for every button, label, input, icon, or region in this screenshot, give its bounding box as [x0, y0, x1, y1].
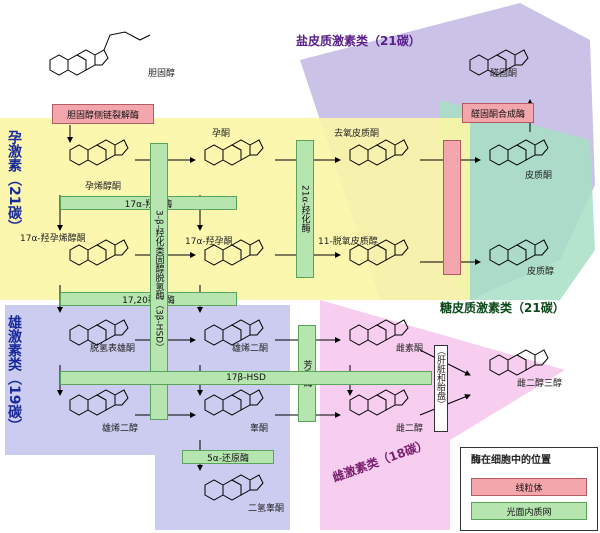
label-androstenediol: 雄烯二醇 [102, 424, 139, 434]
label-deoxycortisol: 11-脱氧皮质醇 [318, 237, 378, 247]
label-corticosterone: 皮质酮 [525, 171, 553, 181]
label-hydroxypregnenolone: 17α-羟孕烯醇酮 [20, 234, 86, 244]
enzyme-aldosterone-synthase: 醛固酮合成酶 [462, 103, 534, 123]
label-hydroxyprogesterone: 17α-羟孕酮 [185, 237, 233, 247]
androgen-region [5, 305, 290, 530]
label-pregnenolone: 孕烯醇酮 [85, 182, 122, 192]
label-dht: 二氢睾酮 [248, 504, 285, 514]
legend-smooth-er: 光面内质网 [471, 502, 587, 520]
enzyme-21-hydroxylase-label: 21α-羟化酶 [299, 185, 310, 233]
legend-title: 酶在细胞中的位置 [471, 455, 551, 466]
mineralocorticoid-title: 盐皮质激素类（21碳） [296, 34, 421, 48]
enzyme-3b-hsd: 3-β-羟化类固醇脱氢酶（3β-HSD） [150, 143, 168, 420]
legend: 酶在细胞中的位置 线粒体 光面内质网 [460, 447, 598, 531]
enzyme-17b-hsd: 17β-HSD [60, 371, 432, 385]
glucocorticoid-title: 糖皮质激素类（21碳） [440, 301, 565, 315]
label-androstenedione: 雄烯二酮 [232, 344, 269, 354]
enzyme-5a-reductase: 5α-还原酶 [182, 450, 274, 464]
enzyme-17-hydroxylase: 17α-羟化酶 [60, 196, 237, 210]
enzyme-scc: 胆固醇侧链裂解酶 [52, 104, 154, 124]
androgen-title: 雄激素类（19碳） [6, 315, 22, 433]
glucocorticoid-region [440, 100, 595, 300]
enzyme-3b-hsd-label: 3-β-羟化类固醇脱氢酶（3β-HSD） [153, 210, 164, 353]
label-cholesterol: 胆固醇 [148, 69, 176, 79]
label-cortisol: 皮质醇 [527, 267, 555, 277]
label-estrone: 雌素酮 [396, 344, 424, 354]
progestogen-title: 孕激素（21碳） [6, 130, 22, 234]
label-estradiol: 雌二醇 [396, 424, 424, 434]
enzyme-17-20-lyase: 17,20裂解酶 [60, 292, 237, 306]
enzyme-liver-placenta: （肝脏和胎盘） [434, 345, 448, 432]
enzyme-mito-bar [443, 140, 461, 275]
label-deoxycorticosterone: 去氧皮质酮 [334, 129, 380, 139]
label-dhea: 脱氢表雄酮 [90, 344, 136, 354]
label-aldosterone: 醛固酮 [490, 69, 518, 79]
enzyme-21-hydroxylase: 21α-羟化酶 [296, 140, 314, 278]
legend-mitochondria: 线粒体 [471, 478, 587, 496]
label-testosterone: 睾酮 [250, 424, 269, 434]
label-progesterone: 孕酮 [212, 129, 231, 139]
label-estriol: 雌二醇三醇 [517, 379, 563, 389]
